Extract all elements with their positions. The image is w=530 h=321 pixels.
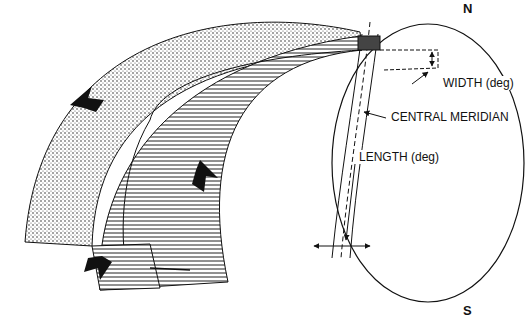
dimension-label: LENGTH (deg) (358, 150, 440, 164)
flow-arrow (192, 160, 218, 192)
central-meridian (341, 22, 370, 258)
strip-edge (332, 34, 362, 258)
feature-label: CENTRAL MERIDIAN (390, 110, 510, 124)
pole-label: S (462, 304, 473, 318)
pole-label: N (462, 2, 473, 16)
width-box (380, 50, 438, 70)
flow-arrow (84, 256, 112, 280)
solar-disk (332, 24, 524, 302)
flow-arrow (70, 86, 104, 112)
dimension-label: WIDTH (deg) (442, 76, 515, 90)
footpoint (358, 36, 380, 50)
